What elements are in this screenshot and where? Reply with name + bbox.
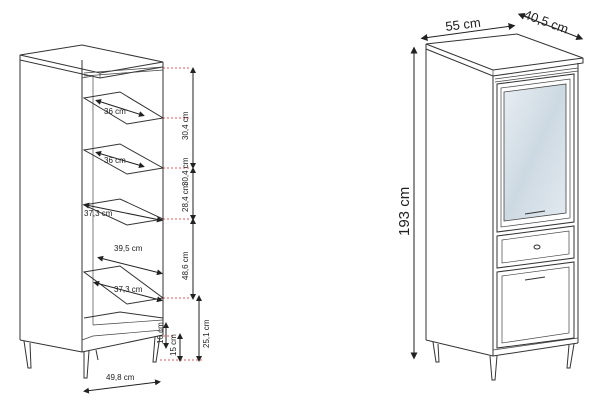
open-cabinet-drawing: 36 cm 36 cm 37,3 cm 39,5 cm 37,3 cm 30,4… <box>19 44 211 394</box>
base-height-label: 15 cm <box>169 334 178 356</box>
depth-label: 40,5 cm <box>522 7 571 37</box>
gap-label-4: 48,6 cm <box>181 251 190 280</box>
gap-label-2: 30,4 cm <box>181 157 190 186</box>
gap-label-3: 28,4 cm <box>181 183 190 212</box>
drawer-knob <box>533 244 541 250</box>
gap-label-1: 30,4 cm <box>181 111 190 140</box>
glass-panel <box>503 83 567 222</box>
closed-cabinet-drawing <box>425 33 584 381</box>
height-label: 193 cm <box>396 187 413 236</box>
leg-height-label: 10 cm <box>156 322 165 344</box>
shelf-width-label-2: 36 cm <box>104 156 126 165</box>
base-width-label: 49,8 cm <box>106 373 135 382</box>
width-label: 55 cm <box>445 15 482 34</box>
bottom-gap-label: 25,1 cm <box>202 319 211 348</box>
shelf-width-label-1: 36 cm <box>104 107 126 116</box>
shelf-depth-label-2: 39,5 cm <box>114 244 143 253</box>
shelf-depth-label-1: 37,3 cm <box>84 209 113 218</box>
shelf-depth-label-3: 37,3 cm <box>114 285 143 294</box>
